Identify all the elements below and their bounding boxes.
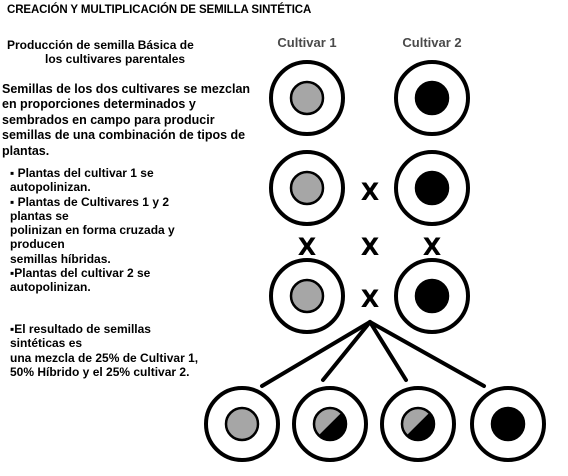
description-line: Semillas de los dos cultivares se mezcla… xyxy=(2,82,251,96)
result-line: sintéticas es xyxy=(10,336,83,351)
bullet-line: ▪Plantas del cultivar 2 se xyxy=(10,266,151,281)
parent-seed-c2-row-3 xyxy=(394,258,470,334)
description-line: semillas de una combinación de tipos de xyxy=(2,128,246,143)
parent-seed-c1-row-2 xyxy=(269,150,345,226)
bullet-line: polinizan en forma cruzada y xyxy=(10,223,175,238)
page-title: CREACIÓN Y MULTIPLICACIÓN DE SEMILLA SIN… xyxy=(7,4,312,16)
offspring-seed-cultivar-2 xyxy=(470,386,546,462)
bullet-line: semillas híbridas. xyxy=(10,251,111,266)
result-line: ▪El resultado de semillas xyxy=(10,322,151,336)
cross-symbol: X xyxy=(361,178,380,206)
column-label-cultivar-2: Cultivar 2 xyxy=(402,35,461,50)
description-paragraph: Semillas de los dos cultivares se mezcla… xyxy=(2,82,250,159)
cross-symbol: X xyxy=(361,233,380,261)
parent-seed-c1-row-1 xyxy=(269,60,345,136)
offspring-seed-hybrid xyxy=(292,386,368,462)
parent-seed-c1-row-3 xyxy=(269,258,345,334)
cross-symbol: X xyxy=(423,233,442,261)
offspring-seed-hybrid xyxy=(380,386,456,462)
parent-seed-c2-row-2 xyxy=(394,150,470,226)
bullet-list: ▪ Plantas del cultivar 1 se autopoliniza… xyxy=(10,166,175,295)
bullet-line: plantas se xyxy=(10,208,69,223)
description-line: en proporciones determinados y xyxy=(2,97,196,112)
result-line: una mezcla de 25% de Cultivar 1, xyxy=(10,350,199,365)
parent-seed-c2-row-1 xyxy=(394,60,470,136)
subtitle-line-1: Producción de semilla Básica de xyxy=(7,38,194,52)
bullet-line: autopolinizan. xyxy=(10,180,91,195)
cross-symbol: X xyxy=(298,233,317,261)
result-line: 50% Híbrido y el 25% cultivar 2. xyxy=(10,365,190,380)
bullet-line: ▪ Plantas del cultivar 1 se xyxy=(10,166,154,180)
result-text: ▪El resultado de semillas sintéticas es … xyxy=(10,322,198,380)
offspring-connector-lines xyxy=(260,320,486,388)
cross-symbol: X xyxy=(361,285,380,313)
bullet-line: ▪ Plantas de Cultivares 1 y 2 xyxy=(10,194,169,209)
column-label-cultivar-1: Cultivar 1 xyxy=(277,35,336,50)
offspring-seed-cultivar-1 xyxy=(204,386,280,462)
subtitle-line-2: los cultivares parentales xyxy=(45,52,186,66)
description-line: plantas. xyxy=(2,143,50,158)
bullet-line: producen xyxy=(10,237,65,252)
bullet-line: autopolinizan. xyxy=(10,280,91,295)
description-line: sembrados en campo para producir xyxy=(2,112,215,127)
